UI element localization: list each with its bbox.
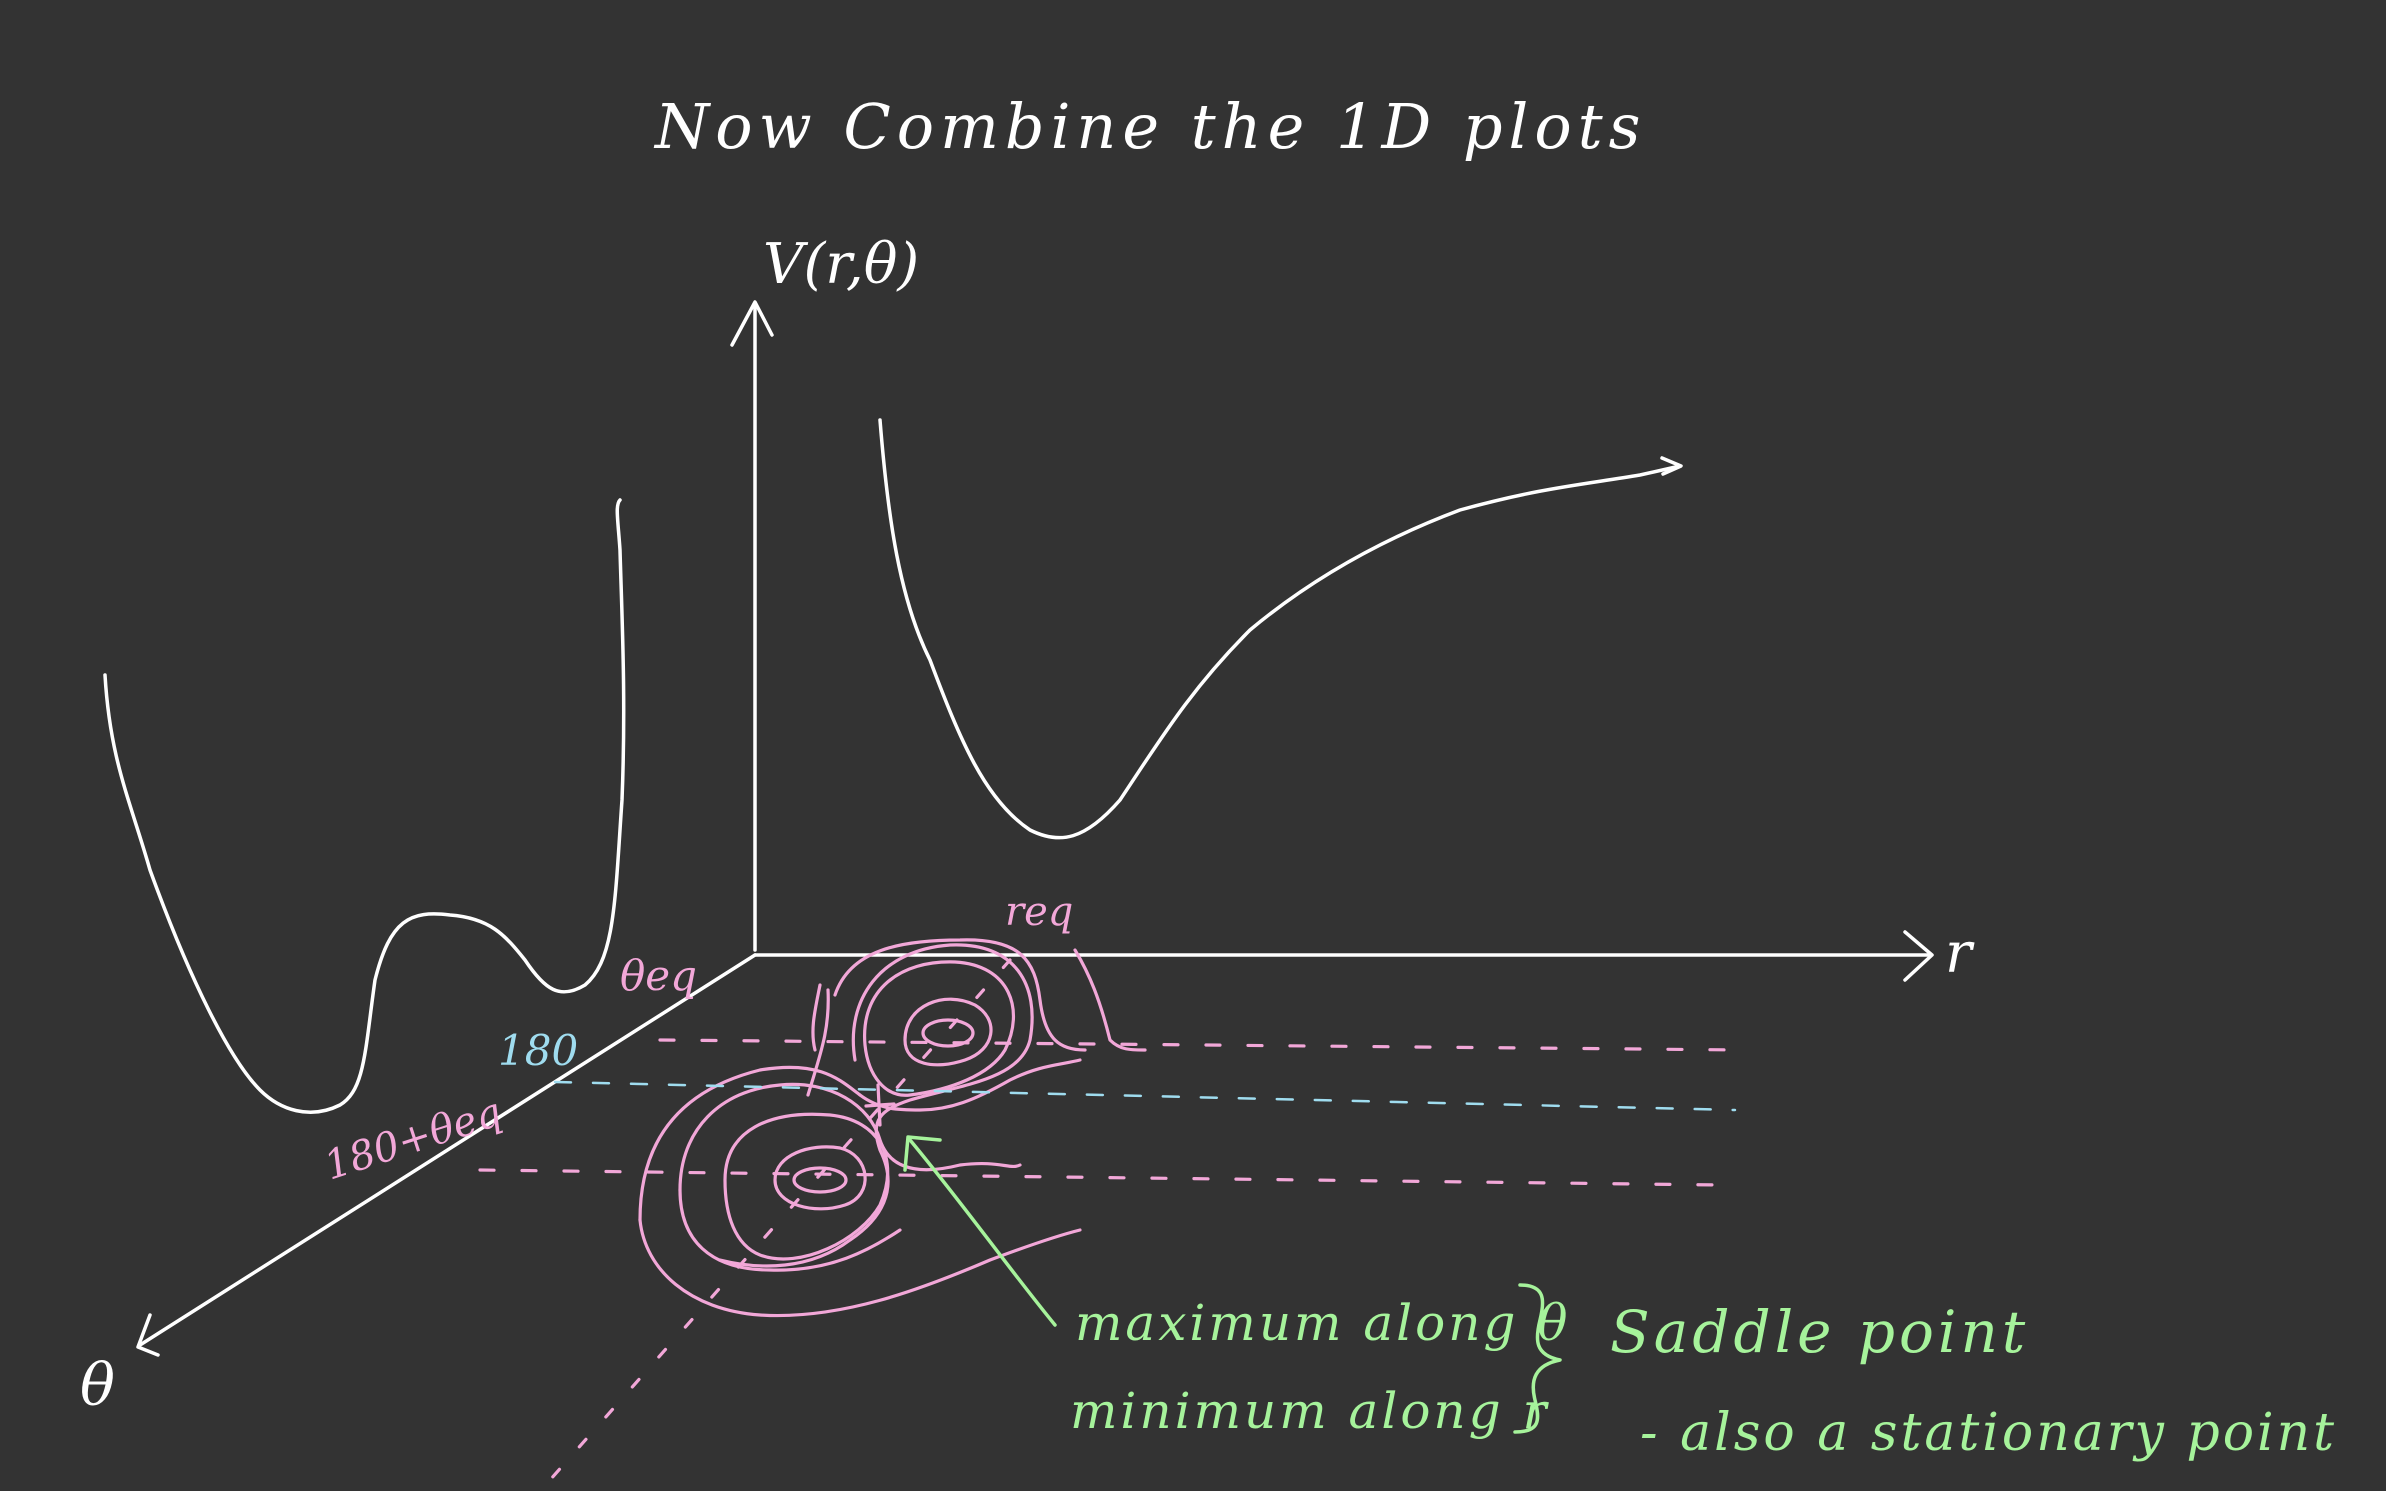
r-axis — [753, 930, 1934, 982]
annotation-line2: minimum along r — [1070, 1382, 1550, 1440]
contour-plot — [638, 938, 1147, 1318]
theta-axis-label: θ — [80, 1351, 115, 1419]
vertical-axis — [730, 300, 774, 952]
title-text: Now Combine the 1D plots — [653, 90, 1646, 163]
marker-theta-180: 180 — [498, 1026, 578, 1075]
theta-axis — [136, 953, 757, 1357]
annotation-conclusion: Saddle point — [1610, 1298, 2029, 1366]
guide-r-eq — [548, 958, 1012, 1482]
guide-theta-180-plus-eq — [478, 1168, 1722, 1187]
r-axis-label: r — [1945, 921, 1975, 986]
vertical-axis-label: V(r,θ) — [763, 232, 919, 297]
potential-curve-r — [878, 418, 1682, 840]
grouping-brace — [1513, 1283, 1562, 1434]
marker-r-eq: req — [1005, 889, 1073, 935]
r-curve-arrowhead — [1660, 456, 1683, 476]
guide-theta-eq — [658, 1038, 1747, 1052]
potential-curve-theta — [103, 498, 626, 1114]
annotation-line1: maximum along θ — [1075, 1294, 1570, 1352]
marker-theta-180-plus-eq: 180+θeq — [319, 1089, 507, 1189]
saddle-arrow — [903, 1135, 1057, 1327]
marker-theta-eq: θeq — [620, 951, 697, 1000]
guide-theta-180 — [553, 1080, 1737, 1112]
annotation-note: - also a stationary point — [1640, 1403, 2337, 1463]
